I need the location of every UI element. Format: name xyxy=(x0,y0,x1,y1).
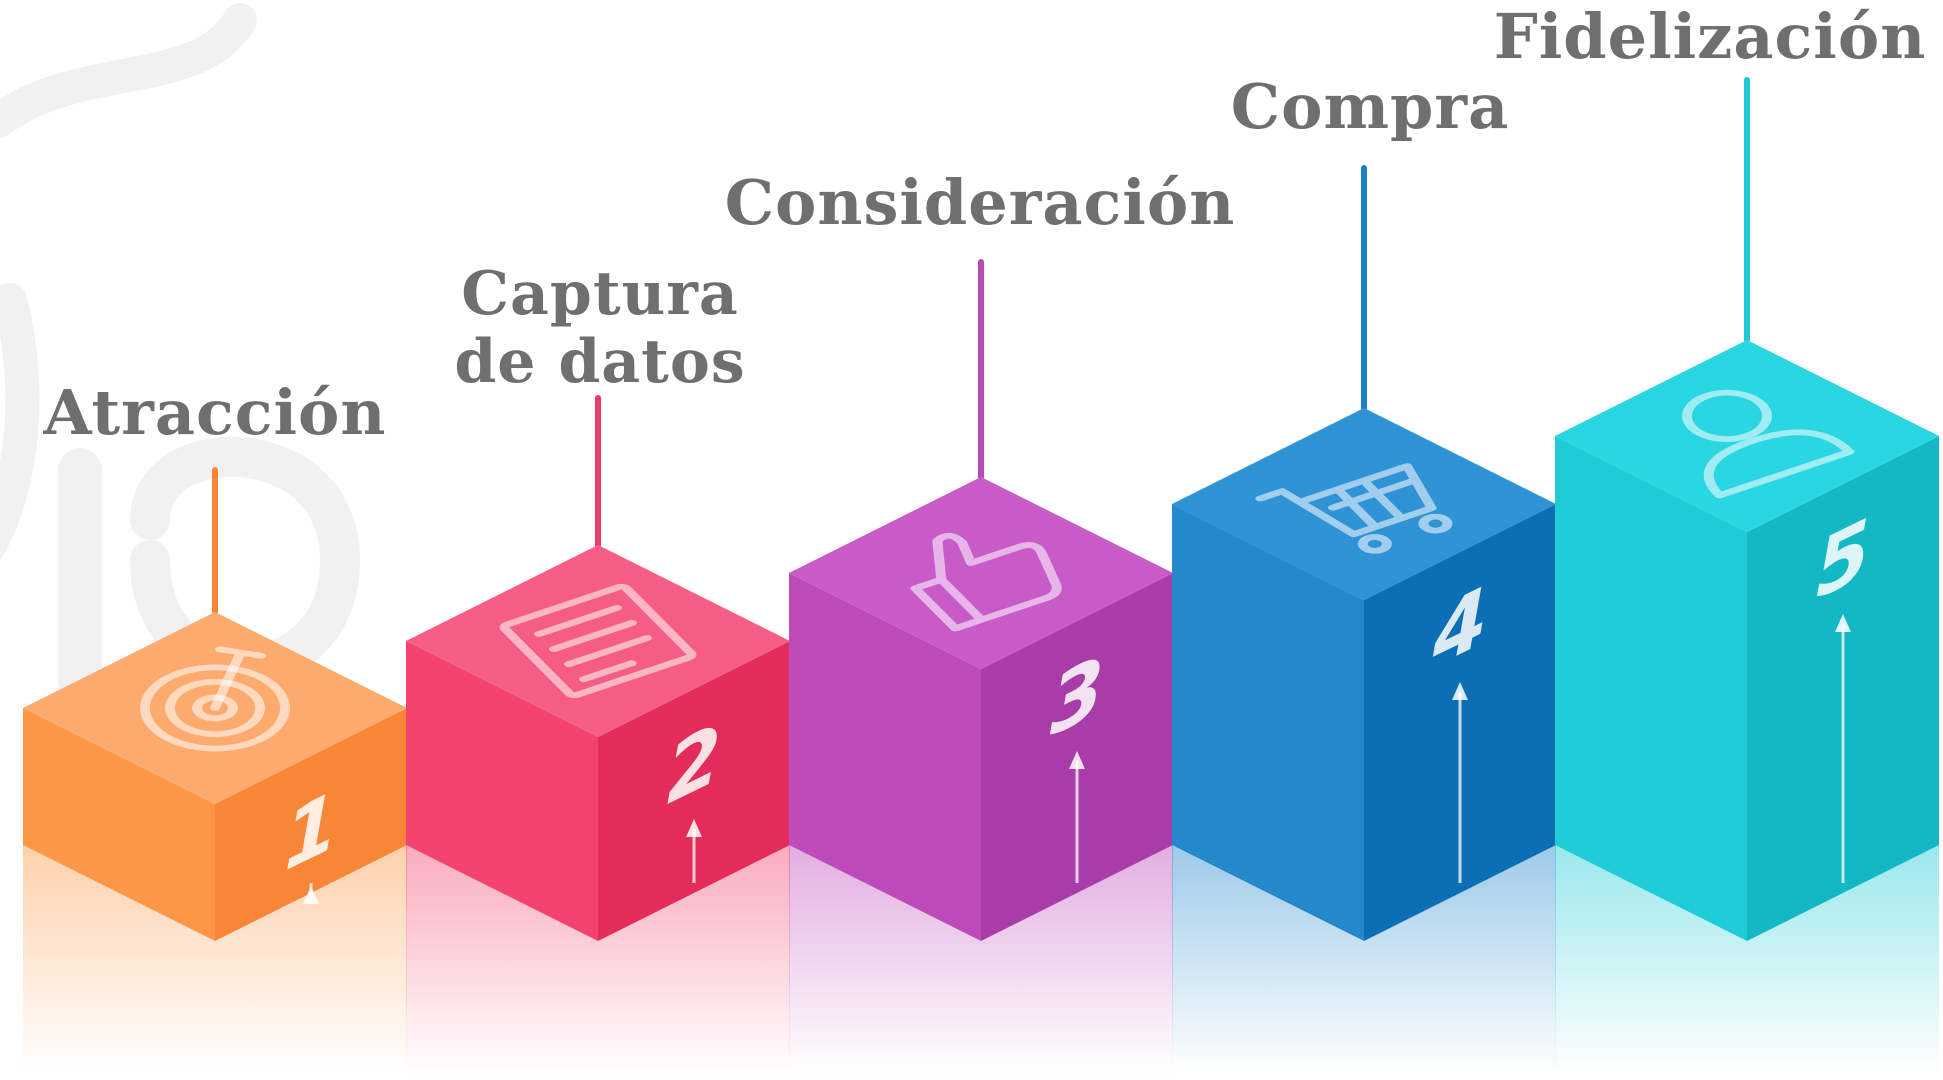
step-4-reflection xyxy=(1172,845,1556,1075)
step-3-reflection xyxy=(789,845,1173,1075)
stage-label-5-line-1: Fidelización xyxy=(1493,0,1927,73)
stage-label-1: Atracción xyxy=(40,378,390,448)
step-2-right-face xyxy=(598,641,790,941)
stage-label-5: Fidelización xyxy=(1480,2,1940,72)
stage-label-2-line-2: de datos xyxy=(454,327,746,397)
step-1-left-face xyxy=(23,708,215,941)
step-1-right-face xyxy=(215,708,407,941)
step-block-2: 2 xyxy=(406,395,790,1075)
step-3-top-face xyxy=(789,477,1173,669)
step-3-left-face xyxy=(789,573,981,941)
background-watermark xyxy=(0,3,361,702)
stage-label-4-line-1: Compra xyxy=(1230,70,1510,143)
step-block-1: 1 xyxy=(23,467,407,1075)
step-1-arrow-head xyxy=(303,886,319,904)
step-2-top-face xyxy=(406,545,790,737)
stage-label-2: Captura de datos xyxy=(420,260,780,396)
target-icon xyxy=(140,646,290,752)
step-block-3: 3 xyxy=(789,259,1173,1075)
step-4-arrow-head xyxy=(1452,682,1468,700)
step-2-arrow-head xyxy=(686,819,702,837)
user-icon xyxy=(1682,389,1855,499)
step-4-left-face xyxy=(1172,504,1364,941)
step-2-left-face xyxy=(406,641,598,941)
stage-label-2-line-1: Captura xyxy=(461,259,739,329)
form-document-icon xyxy=(499,583,697,699)
step-block-4: 4 xyxy=(1172,165,1556,1075)
step-2-reflection xyxy=(406,845,790,1075)
stage-label-4: Compra xyxy=(1180,72,1560,142)
stage-label-1-line-1: Atracción xyxy=(43,376,387,449)
shopping-cart-icon xyxy=(1255,463,1453,554)
thumbs-up-icon xyxy=(910,532,1062,632)
stage-label-3: Consideración xyxy=(720,168,1240,238)
step-5-arrow-head xyxy=(1835,614,1851,632)
step-block-5: 5 xyxy=(1555,77,1939,1075)
step-5-left-face xyxy=(1555,436,1747,941)
step-3-arrow-head xyxy=(1069,751,1085,769)
stage-label-3-line-1: Consideración xyxy=(724,166,1236,239)
step-4-top-face xyxy=(1172,408,1556,600)
step-5-reflection xyxy=(1555,845,1939,1075)
